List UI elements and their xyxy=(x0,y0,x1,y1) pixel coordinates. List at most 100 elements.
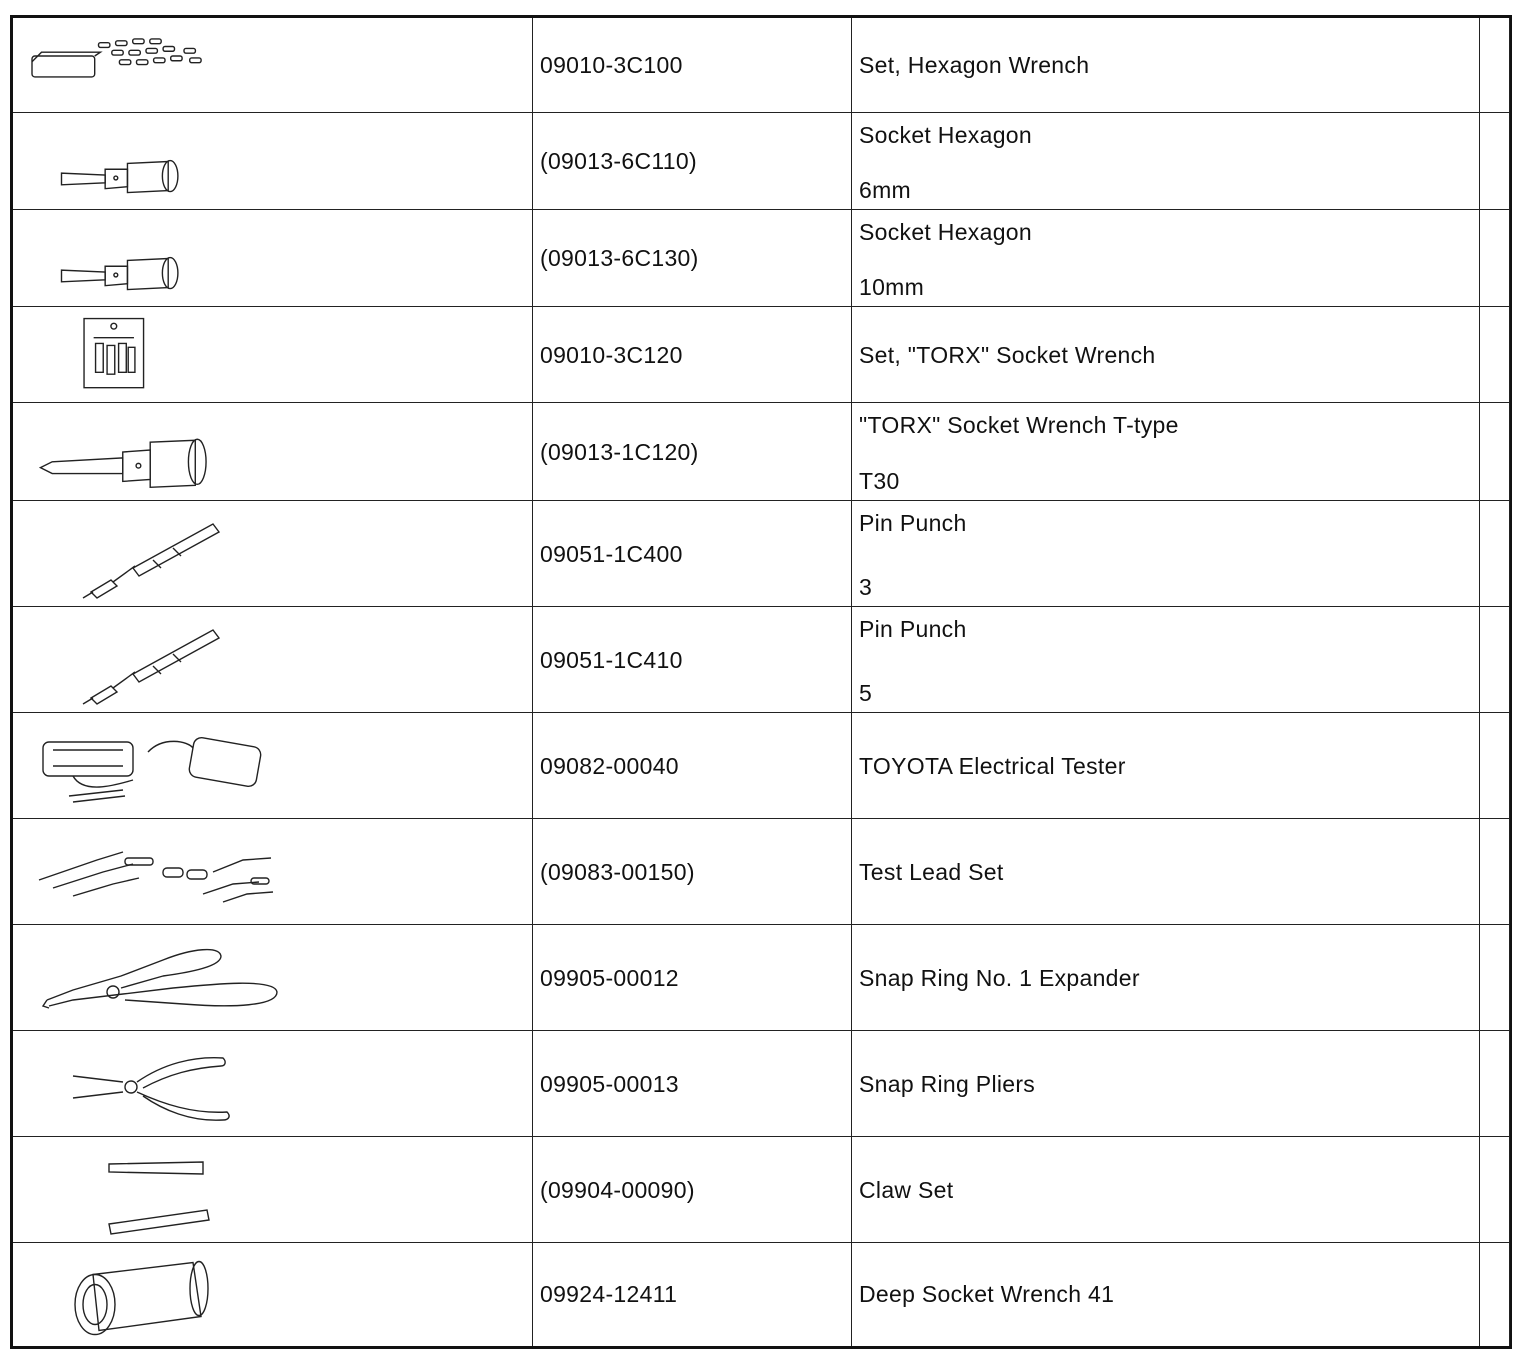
remarks-cell xyxy=(1480,113,1509,210)
part-number-cell: (09013-6C130) xyxy=(533,210,851,307)
table-row: 09051-1C400 Pin Punch 3 xyxy=(13,501,1509,607)
remarks-cell xyxy=(1480,1137,1509,1243)
column-divider xyxy=(532,18,533,1346)
remarks-cell xyxy=(1480,607,1509,713)
snap-ring-pliers-icon xyxy=(13,1031,313,1137)
remarks-cell xyxy=(1480,210,1509,307)
tool-size: 10mm xyxy=(859,274,925,300)
tool-image-cell xyxy=(13,113,532,210)
part-number-cell: 09010-3C120 xyxy=(533,307,851,403)
row-divider xyxy=(13,402,1509,403)
row-divider xyxy=(13,1136,1509,1137)
row-divider xyxy=(13,209,1509,210)
row-divider xyxy=(13,818,1509,819)
tool-size: 3 xyxy=(859,574,873,600)
test-lead-set-icon xyxy=(13,819,313,925)
tool-name: Set, Hexagon Wrench xyxy=(859,52,1090,78)
part-number-cell: (09013-1C120) xyxy=(533,403,851,501)
tool-name: Set, "TORX" Socket Wrench xyxy=(859,341,1156,368)
tool-name: "TORX" Socket Wrench T-type xyxy=(859,412,1179,438)
socket-hexagon-icon xyxy=(13,113,313,210)
remarks-cell xyxy=(1480,819,1509,925)
tool-name-cell: Snap Ring Pliers xyxy=(852,1031,1479,1137)
table-row: (09083-00150) Test Lead Set xyxy=(13,819,1509,925)
deep-socket-wrench-icon xyxy=(13,1243,313,1346)
electrical-tester-icon xyxy=(13,713,313,819)
tool-name: TOYOTA Electrical Tester xyxy=(859,752,1126,779)
part-number: (09904-00090) xyxy=(540,1176,695,1203)
part-number: 09051-1C410 xyxy=(540,646,683,673)
part-number-cell: (09083-00150) xyxy=(533,819,851,925)
tool-name: Pin Punch xyxy=(859,616,967,642)
tool-name-cell: TOYOTA Electrical Tester xyxy=(852,713,1479,819)
part-number: 09082-00040 xyxy=(540,752,679,779)
tool-image-cell xyxy=(13,819,532,925)
row-divider xyxy=(13,712,1509,713)
remarks-cell xyxy=(1480,713,1509,819)
row-divider xyxy=(13,606,1509,607)
part-number-cell: 09010-3C100 xyxy=(533,18,851,113)
part-number: 09924-12411 xyxy=(540,1281,678,1307)
row-divider xyxy=(13,112,1509,113)
tool-image-cell xyxy=(13,607,532,713)
row-divider xyxy=(13,306,1509,307)
table-row: 09010-3C100 Set, Hexagon Wrench xyxy=(13,18,1509,113)
part-number: 09051-1C400 xyxy=(540,540,683,567)
tool-name: Test Lead Set xyxy=(859,858,1004,885)
table-row: (09904-00090) Claw Set xyxy=(13,1137,1509,1243)
remarks-cell xyxy=(1480,1243,1509,1346)
part-number: 09905-00013 xyxy=(540,1070,679,1097)
part-number: 09010-3C100 xyxy=(540,52,683,78)
part-number-cell: 09905-00012 xyxy=(533,925,851,1031)
column-divider xyxy=(851,18,852,1346)
tool-name-cell: Snap Ring No. 1 Expander xyxy=(852,925,1479,1031)
part-number-cell: 09082-00040 xyxy=(533,713,851,819)
tool-name: Pin Punch xyxy=(859,510,967,536)
part-number: (09083-00150) xyxy=(540,858,695,885)
part-number-cell: 09924-12411 xyxy=(533,1243,851,1346)
remarks-cell xyxy=(1480,501,1509,607)
tool-name: Socket Hexagon xyxy=(859,122,1032,148)
tool-image-cell xyxy=(13,1243,532,1346)
pin-punch-icon xyxy=(13,501,313,607)
tool-image-cell xyxy=(13,210,532,307)
tool-image-cell xyxy=(13,713,532,819)
tool-table: 09010-3C100 Set, Hexagon Wrench (09013-6C… xyxy=(10,15,1512,1349)
tool-image-cell xyxy=(13,1137,532,1243)
pin-punch-icon xyxy=(13,607,313,713)
tool-image-cell xyxy=(13,1031,532,1137)
table-row: 09924-12411 Deep Socket Wrench 41 xyxy=(13,1243,1509,1346)
tool-name-cell: Deep Socket Wrench 41 xyxy=(852,1243,1479,1346)
remarks-cell xyxy=(1480,925,1509,1031)
tool-size: T30 xyxy=(859,468,900,494)
tool-image-cell xyxy=(13,403,532,501)
part-number-cell: 09051-1C400 xyxy=(533,501,851,607)
tool-image-cell xyxy=(13,501,532,607)
socket-hexagon-icon xyxy=(13,210,313,307)
part-number-cell: (09904-00090) xyxy=(533,1137,851,1243)
torx-socket-icon xyxy=(13,403,313,501)
hexagon-wrench-set-icon xyxy=(13,18,313,113)
part-number-cell: (09013-6C110) xyxy=(533,113,851,210)
part-number-cell: 09051-1C410 xyxy=(533,607,851,713)
table-row: 09082-00040 TOYOTA Electrical Tester xyxy=(13,713,1509,819)
tool-name: Snap Ring No. 1 Expander xyxy=(859,964,1140,991)
remarks-cell xyxy=(1480,1031,1509,1137)
remarks-cell xyxy=(1480,18,1509,113)
claw-set-icon xyxy=(13,1137,313,1243)
tool-name: Snap Ring Pliers xyxy=(859,1070,1036,1097)
tool-name: Claw Set xyxy=(859,1176,954,1203)
column-divider xyxy=(1479,18,1480,1346)
snap-ring-expander-icon xyxy=(13,925,313,1031)
part-number: 09010-3C120 xyxy=(540,341,683,368)
tool-image-cell xyxy=(13,925,532,1031)
part-number-cell: 09905-00013 xyxy=(533,1031,851,1137)
tool-name-cell: Claw Set xyxy=(852,1137,1479,1243)
